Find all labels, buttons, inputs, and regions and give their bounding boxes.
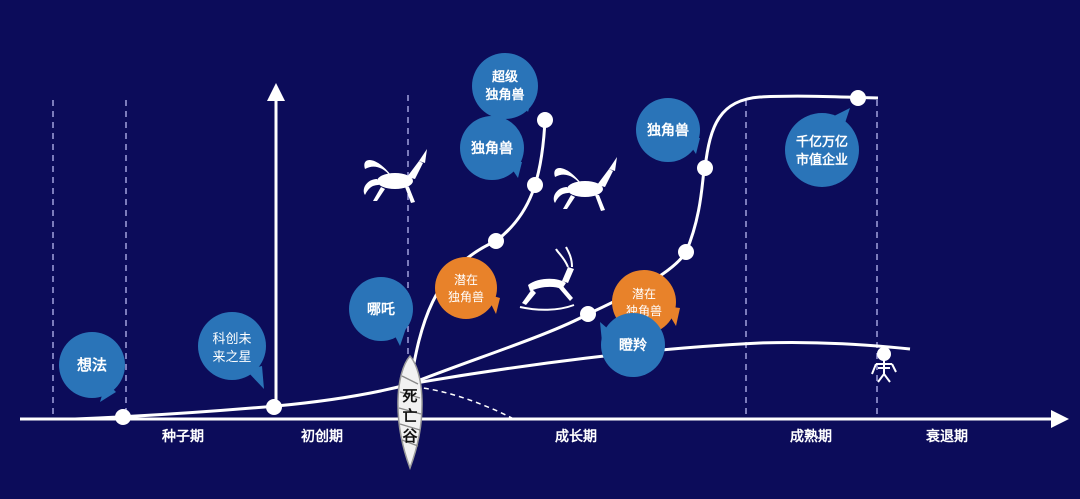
- dot-unicorn-2: [697, 160, 713, 176]
- bubble-unicorn-2: 独角兽: [636, 98, 700, 162]
- svg-text:科创未: 科创未: [212, 332, 251, 347]
- bubble-kechuang: 科创未 来之星: [198, 312, 266, 389]
- svg-text:来之星: 来之星: [212, 350, 251, 365]
- pegasus-icon: [553, 157, 617, 211]
- svg-text:独角兽: 独角兽: [471, 140, 513, 157]
- svg-text:独角兽: 独角兽: [485, 87, 524, 103]
- stage-seed: 种子期: [161, 428, 204, 445]
- svg-text:独角兽: 独角兽: [647, 122, 689, 139]
- death-valley-char-1: 死: [402, 387, 417, 405]
- svg-text:市值企业: 市值企业: [796, 152, 848, 168]
- svg-text:千亿万亿: 千亿万亿: [796, 134, 848, 150]
- svg-text:想法: 想法: [76, 356, 107, 374]
- dot-potential-1: [488, 233, 504, 249]
- death-valley-marker: 死 亡 谷: [397, 354, 423, 471]
- svg-text:哪吒: 哪吒: [367, 302, 395, 318]
- svg-text:瞪羚: 瞪羚: [619, 337, 648, 354]
- milestone-dots: [115, 90, 866, 425]
- svg-text:独角兽: 独角兽: [448, 290, 484, 304]
- stage-startup: 初创期: [301, 428, 343, 445]
- dot-seed: [115, 409, 131, 425]
- stage-labels: 种子期 初创期 成长期 成熟期 衰退期: [161, 428, 968, 445]
- dot-startup: [266, 399, 282, 415]
- bubble-super-unicorn: 超级 独角兽: [472, 53, 538, 119]
- dot-potential-2: [678, 244, 694, 260]
- failure-curve: [414, 386, 513, 419]
- stage-decline: 衰退期: [925, 428, 968, 445]
- bubble-trillion: 千亿万亿 市值企业: [785, 108, 859, 187]
- death-valley-char-2: 亡: [402, 407, 417, 425]
- stage-growth: 成长期: [555, 428, 597, 445]
- svg-text:潜在: 潜在: [632, 287, 656, 301]
- dot-super-unicorn: [537, 112, 553, 128]
- gazelle-icon: [519, 246, 575, 311]
- trillion-curve: [409, 94, 879, 386]
- dot-gazelle: [580, 306, 596, 322]
- svg-text:潜在: 潜在: [454, 273, 478, 287]
- dot-trillion: [850, 90, 866, 106]
- stage-mature: 成熟期: [790, 428, 832, 445]
- bubble-gazelle: 瞪羚: [600, 313, 665, 377]
- pegasus-icon: [363, 149, 427, 203]
- skeleton-icon: [871, 347, 897, 383]
- bubble-idea: 想法: [59, 332, 125, 402]
- dot-unicorn-1: [527, 177, 543, 193]
- bubble-potential-unicorn-1: 潜在 独角兽: [435, 257, 500, 319]
- bubble-unicorn-1: 独角兽: [460, 116, 524, 180]
- bubble-nezha: 哪吒: [349, 277, 413, 346]
- svg-text:超级: 超级: [492, 69, 519, 85]
- base-growth-curve: [74, 340, 911, 421]
- death-valley-char-3: 谷: [402, 427, 418, 445]
